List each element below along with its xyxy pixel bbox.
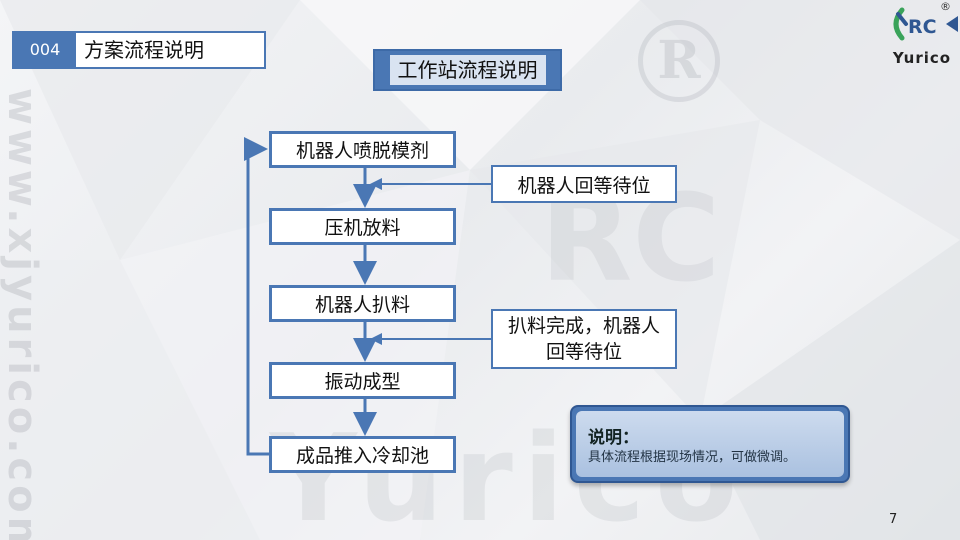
logo-mark-icon: RC (893, 7, 958, 41)
flow-step-1: 机器人喷脱模剂 (269, 131, 456, 168)
loop-back-arrow (244, 137, 269, 456)
note-inner: 说明： 具体流程根据现场情况，可做微调。 (576, 411, 844, 477)
flow-step-3: 机器人扒料 (269, 285, 456, 322)
page-title-text: 工作站流程说明 (389, 55, 546, 85)
section-title: 方案流程说明 (84, 38, 204, 62)
flow-step-4: 振动成型 (269, 362, 456, 399)
logo-brand-text: Yurico (892, 49, 952, 67)
side-input-1: 机器人回等待位 (491, 165, 677, 203)
note-title: 说明： (588, 428, 639, 448)
flow-step-2: 压机放料 (269, 208, 456, 245)
page-title: 工作站流程说明 (373, 49, 562, 91)
note-body: 具体流程根据现场情况，可做微调。 (588, 450, 797, 465)
flow-step-5: 成品推入冷却池 (269, 436, 456, 473)
company-logo: RC ® Yurico (884, 0, 960, 72)
section-number: 004 (14, 33, 76, 67)
side-input-2: 扒料完成，机器人回等待位 (491, 309, 677, 369)
watermark-registered: R (638, 20, 720, 102)
note-box: 说明： 具体流程根据现场情况，可做微调。 (570, 405, 850, 483)
logo-mark-text: RC (908, 16, 937, 38)
page-number: 7 (889, 512, 898, 527)
registered-mark: ® (940, 0, 951, 13)
section-tab: 004 方案流程说明 (12, 31, 266, 69)
watermark-url: www.xjyurico.com (0, 88, 45, 540)
